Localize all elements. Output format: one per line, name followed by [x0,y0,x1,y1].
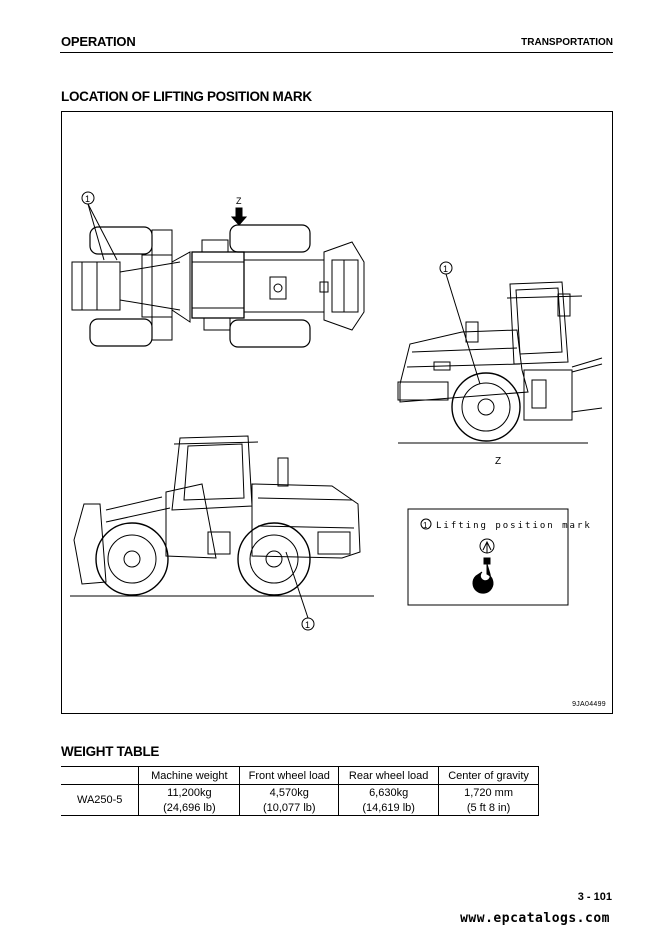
page-number: 3 - 101 [577,891,612,903]
machine-weight-kg: 11,200kg [138,784,241,800]
table-header-blank [61,766,140,785]
callout-number-rear: 1 [443,264,448,274]
model-cell: WA250-5 [61,784,140,816]
header-chapter: TRANSPORTATION [521,37,613,48]
col-machine-weight: Machine weight [138,766,241,785]
rear-load-kg: 6,630kg [338,784,440,800]
weight-table-title: WEIGHT TABLE [61,744,160,759]
machine-weight-lb: (24,696 lb) [138,800,241,816]
front-load-kg: 4,570kg [239,784,340,800]
col-front-wheel-load: Front wheel load [239,766,340,785]
table-header-row: Machine weight Front wheel load Rear whe… [61,766,539,785]
lifting-hook-icon [472,538,495,594]
wheel-loader-rear-view [397,281,603,444]
cog-mm: 1,720 mm [438,784,539,800]
figure-title: LOCATION OF LIFTING POSITION MARK [61,89,312,104]
table-row: (24,696 lb) (10,077 lb) (14,619 lb) (5 f… [61,800,539,816]
watermark: www.epcatalogs.com [460,911,610,926]
view-label-z: Z [495,456,501,467]
wheel-loader-side-view [70,435,374,597]
col-rear-wheel-load: Rear wheel load [338,766,440,785]
table-row: WA250-5 11,200kg 4,570kg 6,630kg 1,720 m… [61,784,539,816]
front-load-lb: (10,077 lb) [239,800,340,816]
header-section: OPERATION [61,34,136,49]
callout-number-legend: 1 [423,521,428,530]
legend-text: Lifting position mark [436,521,592,531]
wheel-loader-top-view [71,224,365,348]
callout-number-top: 1 [85,194,90,204]
header-rule [60,52,613,53]
col-center-of-gravity: Center of gravity [438,766,539,785]
lifting-position-figure: 1 1 1 1 Z Z Lifting position mark 9JA044… [61,111,613,714]
callout-number-side: 1 [305,620,310,630]
view-marker-z: Z [236,196,242,206]
rear-load-lb: (14,619 lb) [338,800,440,816]
cog-ftin: (5 ft 8 in) [438,800,539,816]
lifting-position-drawing: 1 1 1 1 Z Z Lifting position mark [70,191,603,631]
figure-id: 9JA04499 [572,701,606,708]
weight-table: Machine weight Front wheel load Rear whe… [61,766,539,816]
